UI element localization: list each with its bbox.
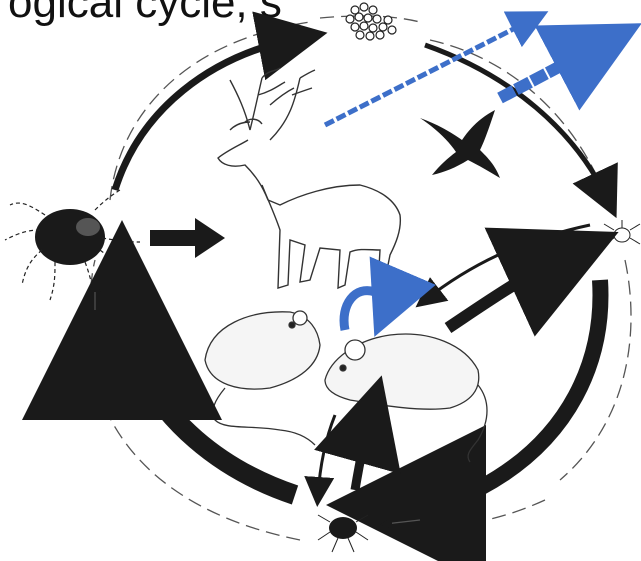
egg-cluster-icon xyxy=(346,3,396,40)
nymph-tick-icon xyxy=(318,515,368,552)
vole-icon xyxy=(205,311,320,445)
blue-dispersal-arrow-2 xyxy=(500,40,610,98)
arrow-mice-to-nymph-down xyxy=(318,415,335,495)
arrow-adult-to-deer xyxy=(150,218,225,258)
small-arrow-left xyxy=(385,520,420,524)
larva-tick-icon xyxy=(604,220,640,244)
mouse-icon xyxy=(325,334,487,462)
blue-curved-arrow xyxy=(344,291,386,330)
arrow-mice-to-nymph xyxy=(448,252,575,328)
adult-tick-icon xyxy=(5,190,140,300)
bird-icon xyxy=(420,110,500,178)
arc-arrow-eggs-to-larva xyxy=(425,45,608,200)
arrow-nymph-to-mice xyxy=(355,410,372,490)
